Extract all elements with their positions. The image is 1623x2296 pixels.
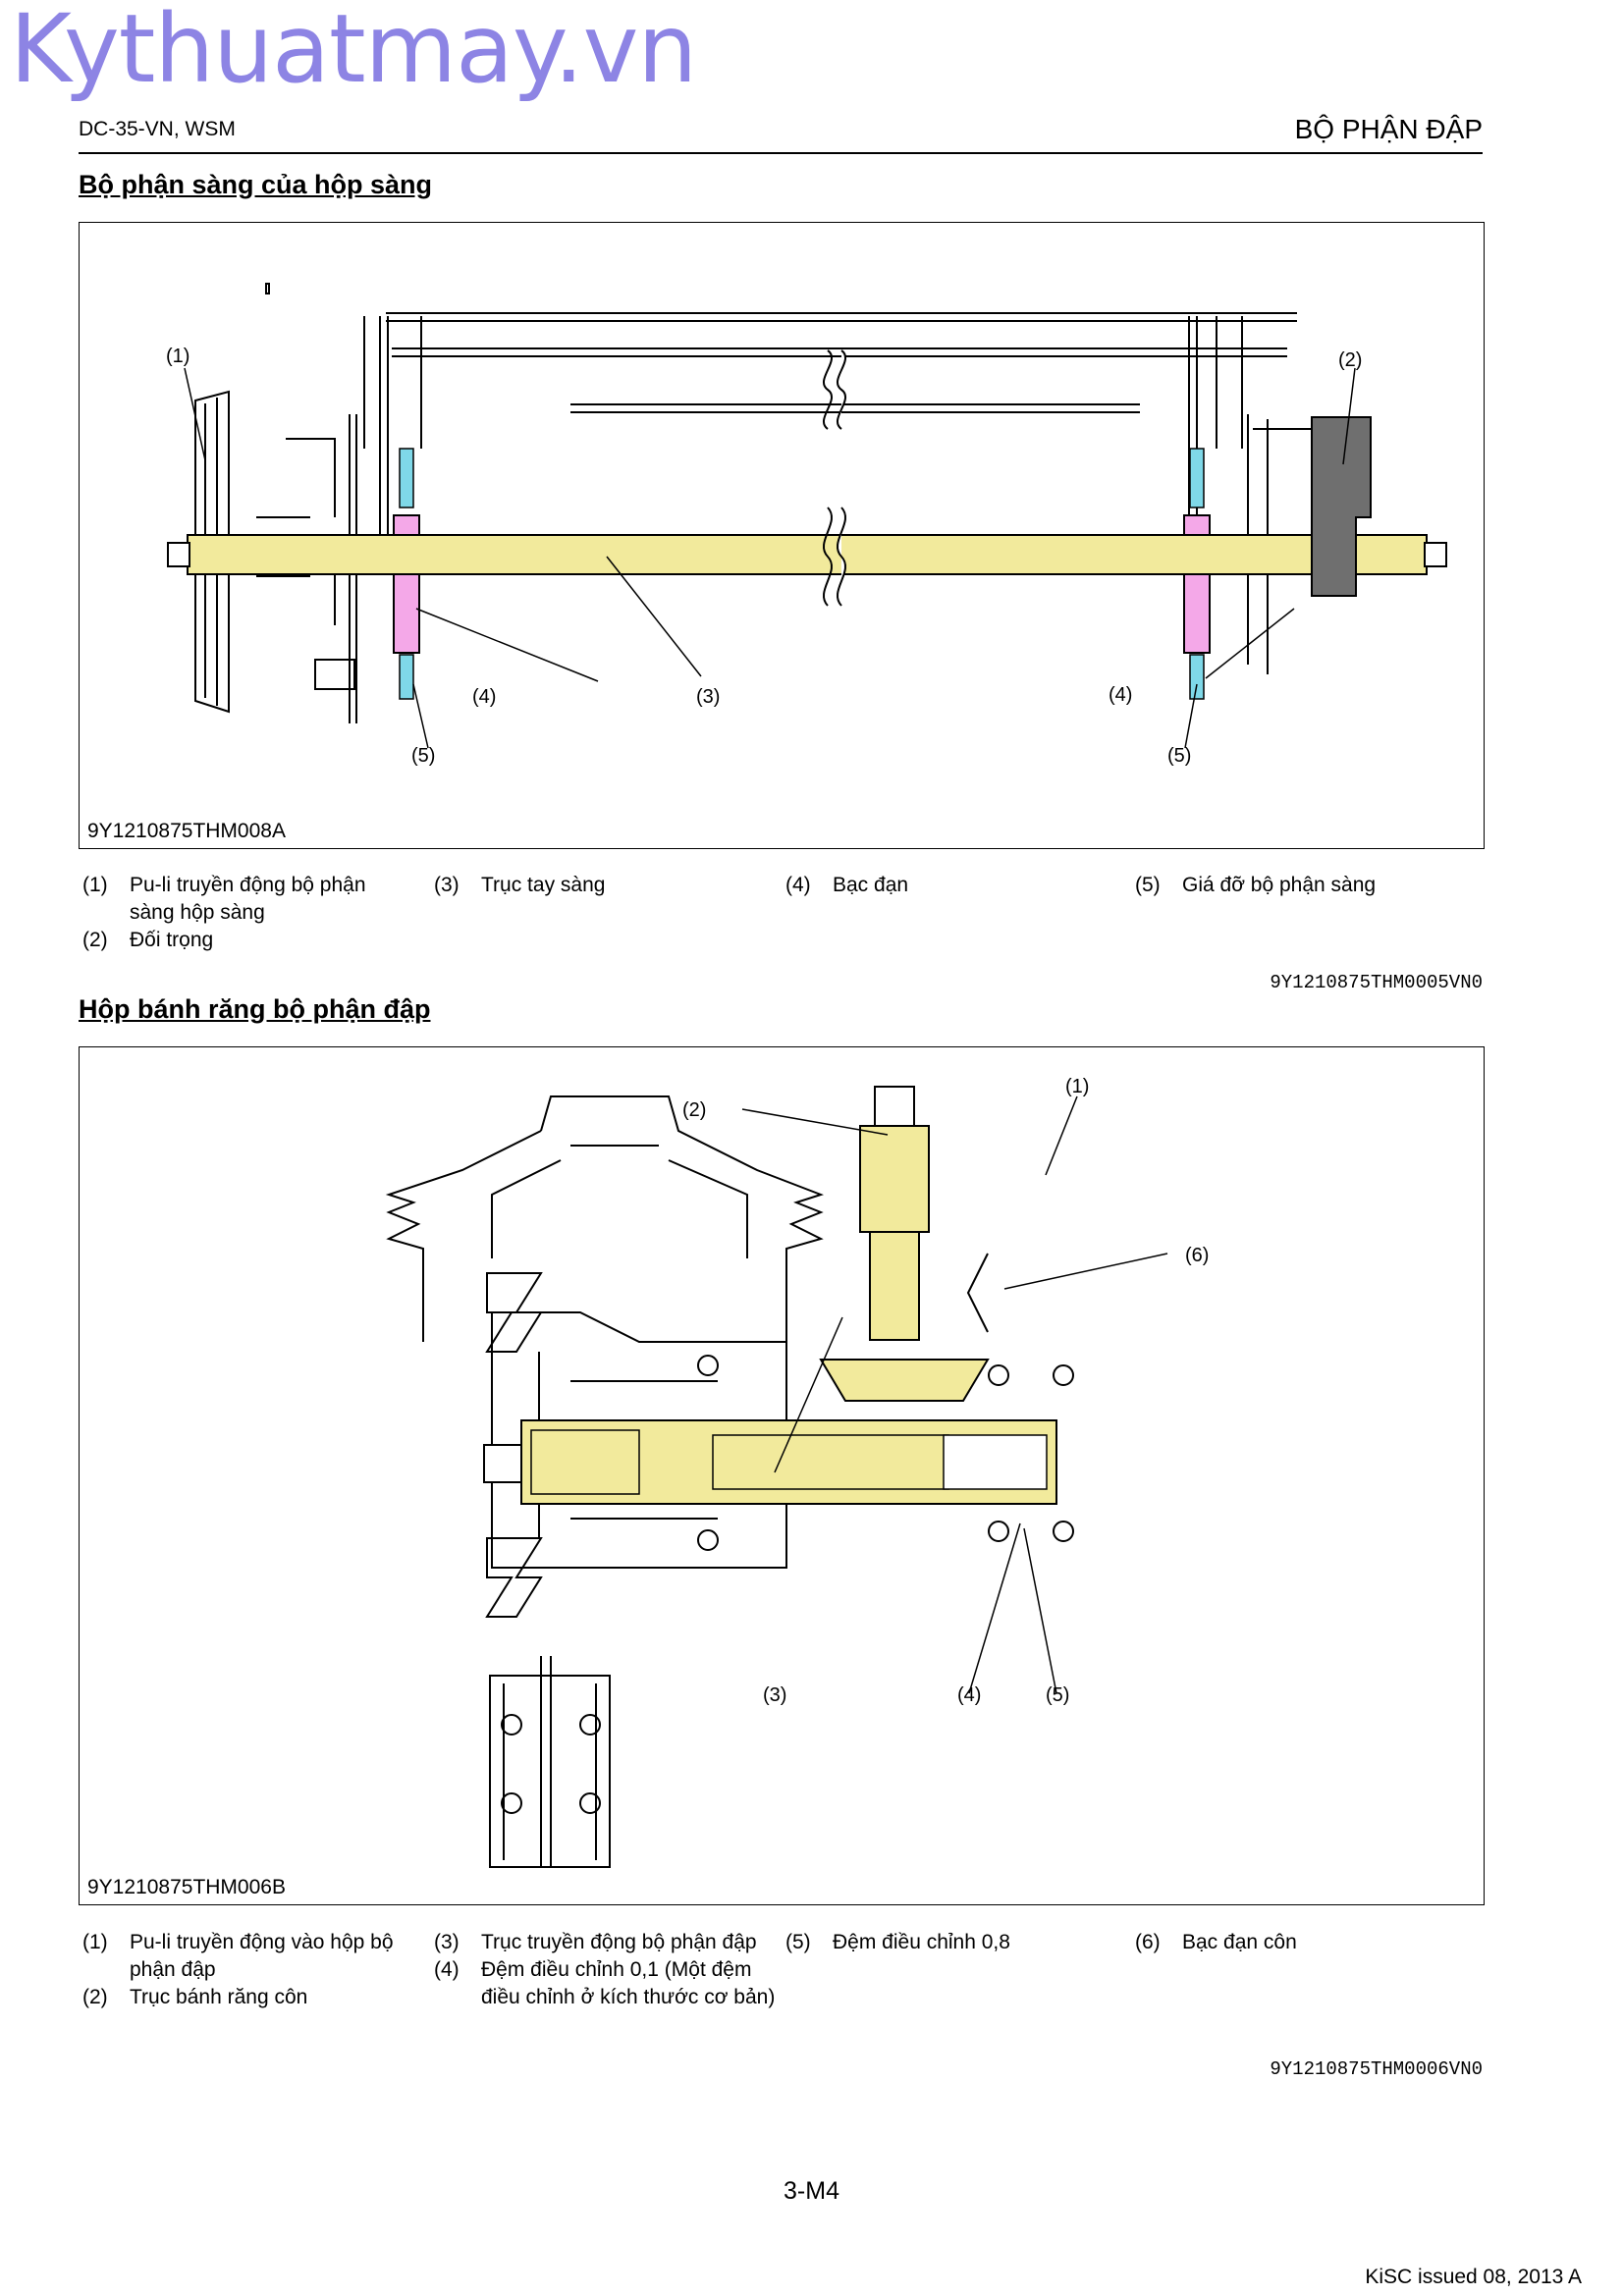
callout-1: (1) [1065,1076,1089,1097]
figure-id: 9Y1210875THM006B [87,1876,286,1898]
section1-title: Bộ phận sàng của hộp sàng [79,170,433,199]
legend-section1: (1)Pu-li truyền động bộ phận sàng hộp sà… [82,874,1377,951]
watermark-logo: Kythuatmay.vn [10,0,697,104]
callout-1: (1) [166,346,189,367]
figure-id: 9Y1210875THM008A [87,820,286,842]
callout-2: (2) [682,1099,706,1121]
section-heading: BỘ PHẬN ĐẬP [1294,114,1483,144]
callout-5b: (5) [1167,745,1191,767]
legend-section2: (1)Pu-li truyền động vào hộp bộ phận đập… [82,1931,1297,2008]
section2-title: Hộp bánh răng bộ phận đập [79,994,431,1024]
callout-3: (3) [696,686,720,708]
issue-info: KiSC issued 08, 2013 A [1365,2266,1582,2288]
sieve-shaft [187,534,1428,575]
callout-2: (2) [1338,349,1362,371]
figure-sieve-unit: (1) (2) (3) (4) (5) (4) (5) 9Y1210875THM… [79,222,1485,849]
reference-code: 9Y1210875THM0005VN0 [1270,972,1483,993]
callout-4b: (4) [1109,684,1132,706]
counterweight [1311,416,1372,597]
figure-gearbox: (1) (2) (3) (4) (5) (6) 9Y1210875THM006B [79,1046,1485,1905]
callout-4: (4) [472,686,496,708]
callout-3: (3) [763,1684,786,1706]
gearbox-drawing: (1) (2) (3) (4) (5) (6) 9Y1210875THM006B [87,1076,1209,1898]
bevel-gear-shaft [859,1125,930,1233]
document-code: DC-35-VN, WSM [79,118,236,140]
callout-6: (6) [1185,1245,1209,1266]
page-number: 3-M4 [784,2177,839,2205]
header-divider [79,152,1483,154]
sieve-shaft-drawing: (1) (2) (3) (4) (5) (4) (5) 9Y1210875THM… [87,283,1447,842]
callout-5: (5) [1046,1684,1069,1706]
callout-4: (4) [957,1684,981,1706]
callout-5: (5) [411,745,435,767]
reference-code: 9Y1210875THM0006VN0 [1270,2058,1483,2080]
